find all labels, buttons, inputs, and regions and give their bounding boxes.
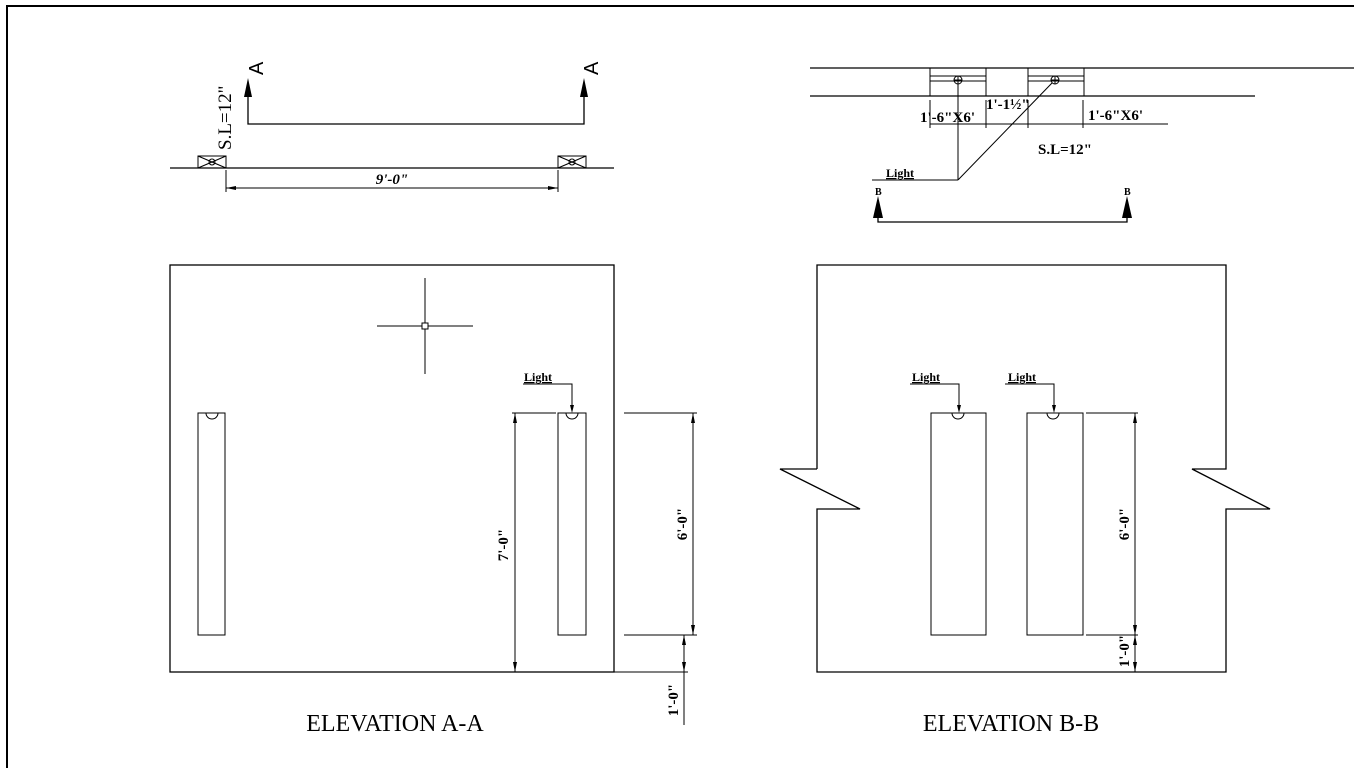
elevation-a-wall-outline [169,264,615,673]
plan-a-width-label: 9'-0" [376,172,409,188]
plan-b-window-right [1027,68,1085,96]
elevation-a-light-callout: Light [523,370,574,413]
elevation-b-window-height-dimension: 6'-0" 1'-0" [1086,412,1138,673]
elevation-a-window-height-dimension: 6'-0" [624,412,697,636]
elevation-b-sill-label: 1'-0" [1117,635,1133,668]
plan-b-gap-dim: 1'-1½" [986,97,1030,113]
section-marker-a: A A [244,61,603,125]
plan-b-dimensions: 1'-6"X6' 1'-6"X6' 1'-1½" S.L=12" [920,97,1168,158]
elevation-b-light-label-1: Light [912,370,940,384]
section-arrow-right-icon [1122,196,1132,218]
elevation-b: Light Light 6'-0" 1'-0" ELEVATION B-B [779,264,1271,737]
elevation-b-window-left [930,412,987,636]
elevation-a-sill-dimension: 1'-0" [614,635,688,725]
plan-a-light-fixture-left [197,155,227,169]
elevation-a-height-label: 7'-0" [496,529,512,562]
elevation-a-height-dimension: 7'-0" [496,412,556,672]
section-label-a-left: A [246,61,268,75]
section-label-a-right: A [581,61,603,75]
plan-a-scale-label: S.L=12" [215,86,236,150]
plan-b-light-label: Light [886,166,914,180]
elevation-a-light-label: Light [524,370,552,384]
section-arrow-left-icon [244,78,252,97]
elevation-a-window-height-label: 6'-0" [675,508,691,541]
drawing-frame [6,5,1354,768]
elevation-a-window-right [557,412,587,636]
section-arrow-left-icon [873,196,883,218]
plan-a-width-dimension: 9'-0" [225,170,559,192]
section-label-b-right: B [1124,187,1131,198]
plan-b-light-callout: Light [872,82,1053,181]
plan-a: 9'-0" A A S.L=12" [170,61,614,192]
plan-b-window-size-right: 1'-6"X6' [1088,108,1143,124]
elevation-b-window-height-label: 6'-0" [1117,508,1133,541]
elevation-a-title: ELEVATION A-A [306,711,484,737]
plan-b-window-left [929,68,987,96]
section-label-b-left: B [875,187,882,198]
elevation-b-light-callout-1: Light [910,370,961,413]
cad-crosshair-cursor [377,278,473,374]
elevation-a-sill-label: 1'-0" [666,684,682,717]
elevation-b-light-callout-2: Light [1005,370,1056,413]
plan-b-scale-label: S.L=12" [1038,142,1092,158]
plan-b: 1'-6"X6' 1'-6"X6' 1'-1½" S.L=12" Light B… [810,67,1354,223]
elevation-a: Light 7'-0" 6'-0" 1'-0" ELEVATION A-A [169,264,697,737]
elevation-b-window-right [1026,412,1084,636]
plan-b-window-size-left: 1'-6"X6' [920,110,975,126]
elevation-a-window-left [197,412,226,636]
elevation-b-title: ELEVATION B-B [923,711,1099,737]
elevation-b-light-label-2: Light [1008,370,1036,384]
section-marker-b: B B [873,187,1132,223]
section-arrow-right-icon [580,78,588,97]
elevation-b-wall-outline-with-breaks [779,264,1271,673]
plan-a-light-fixture-right [557,155,587,169]
